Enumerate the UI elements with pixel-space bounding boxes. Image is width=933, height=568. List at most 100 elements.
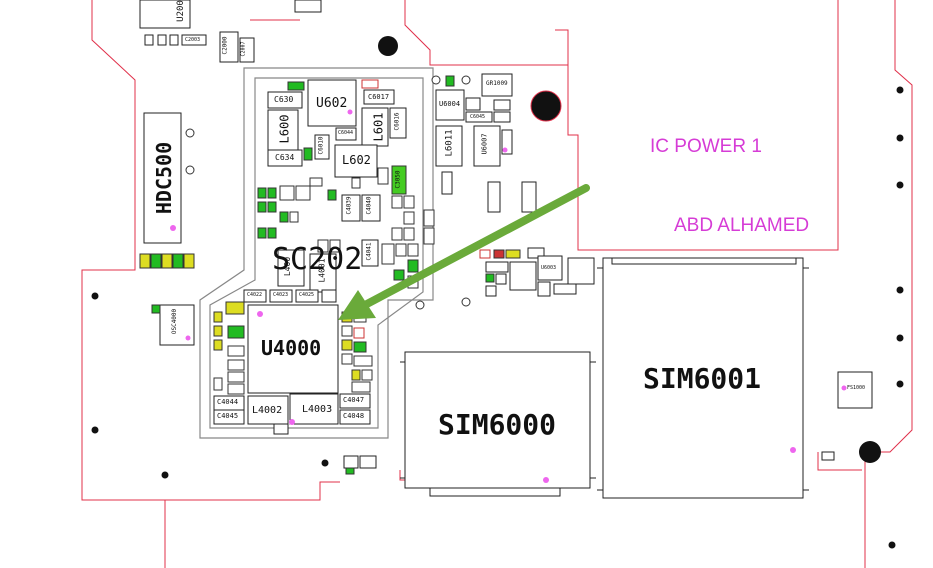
l400-part bbox=[277, 249, 305, 287]
pad bbox=[493, 249, 505, 259]
sim6000-label: SIM6000 bbox=[438, 408, 557, 441]
pad bbox=[343, 455, 359, 469]
c6016-label: C6016 bbox=[393, 112, 401, 131]
c6017-label: C6017 bbox=[368, 93, 390, 101]
pad bbox=[273, 423, 289, 435]
u6003-label: U6003 bbox=[541, 265, 557, 271]
c4048-part bbox=[339, 409, 371, 425]
ic-power-label: IC POWER 1 bbox=[650, 136, 762, 157]
u4000-left-pads bbox=[213, 311, 245, 395]
pad bbox=[361, 79, 379, 89]
pad bbox=[495, 273, 507, 285]
u6003-chip bbox=[537, 255, 563, 281]
author-label: ABD ALHAMED bbox=[674, 215, 810, 236]
pad bbox=[485, 261, 509, 273]
l601-label: L601 bbox=[371, 112, 386, 142]
pad bbox=[395, 243, 407, 257]
test-point bbox=[790, 447, 796, 453]
gr1009-part bbox=[481, 73, 513, 97]
c3050-part bbox=[391, 165, 407, 195]
l6011-label: L6011 bbox=[444, 129, 455, 157]
c6045-label: C6045 bbox=[470, 114, 486, 120]
pad bbox=[407, 259, 419, 273]
test-point bbox=[289, 419, 295, 425]
pad bbox=[321, 289, 337, 303]
mounting-hole bbox=[378, 36, 398, 56]
pad bbox=[391, 195, 403, 209]
u200-label: U200 bbox=[175, 0, 186, 22]
mounting-hole bbox=[530, 90, 562, 122]
test-point bbox=[347, 109, 353, 115]
c2003-part bbox=[181, 34, 207, 46]
via bbox=[461, 75, 471, 85]
c4022-label: C4022 bbox=[247, 292, 263, 298]
hdc500-label: HDC500 bbox=[152, 141, 176, 215]
pad bbox=[381, 243, 395, 265]
c634-part bbox=[267, 149, 303, 167]
u4000-right-pads bbox=[341, 311, 373, 393]
c6017-part bbox=[363, 89, 395, 105]
pad bbox=[521, 181, 537, 213]
pad bbox=[303, 147, 313, 161]
pad bbox=[527, 247, 545, 259]
pad bbox=[345, 467, 355, 475]
pad bbox=[151, 304, 161, 314]
pad bbox=[501, 129, 513, 155]
u6007-label: U6007 bbox=[480, 133, 489, 155]
c630-part bbox=[267, 91, 303, 109]
u6007-chip bbox=[473, 125, 501, 167]
pad bbox=[317, 239, 329, 253]
hdc500-chip bbox=[143, 112, 182, 244]
pad bbox=[403, 211, 415, 225]
c6010-label: C6010 bbox=[317, 136, 325, 155]
gr1009-label: GR1009 bbox=[486, 80, 508, 87]
c4023-label: C4023 bbox=[273, 292, 289, 298]
pad bbox=[393, 269, 405, 281]
via bbox=[461, 297, 471, 307]
c6010-part bbox=[314, 134, 330, 160]
pad bbox=[157, 34, 167, 46]
pad bbox=[423, 227, 435, 245]
test-point bbox=[257, 311, 263, 317]
l6011-part bbox=[435, 125, 463, 167]
c4025-label: C4025 bbox=[299, 292, 315, 298]
c4041-part bbox=[361, 239, 379, 267]
pad bbox=[403, 227, 415, 241]
board-dots bbox=[91, 86, 904, 549]
pad-row bbox=[139, 253, 195, 269]
c4040-label: C4040 bbox=[365, 196, 373, 215]
sim6001-connector bbox=[602, 257, 804, 499]
c4039-label: C4039 bbox=[345, 196, 353, 215]
l4002-part bbox=[247, 395, 289, 425]
c4039-part bbox=[341, 194, 361, 222]
test-point bbox=[543, 477, 549, 483]
pad bbox=[509, 261, 537, 291]
pad bbox=[821, 451, 835, 461]
mounting-hole bbox=[859, 441, 881, 463]
l4003-part bbox=[289, 393, 339, 425]
c2007-part bbox=[239, 37, 255, 63]
c634-label: C634 bbox=[275, 153, 295, 162]
pad bbox=[479, 249, 491, 259]
pad bbox=[445, 75, 455, 87]
pad bbox=[169, 34, 179, 46]
c6045-part bbox=[465, 111, 493, 123]
pad bbox=[294, 0, 322, 13]
pad bbox=[287, 81, 305, 91]
u4000-label: U4000 bbox=[261, 336, 322, 360]
pad bbox=[493, 111, 511, 123]
l4001-label: L4001 bbox=[317, 258, 327, 283]
l4002-label: L4002 bbox=[252, 405, 283, 416]
c6044-label: C6044 bbox=[338, 130, 354, 136]
pad bbox=[225, 301, 245, 315]
c2007-label: C2007 bbox=[240, 41, 247, 57]
u4000-chip bbox=[247, 304, 339, 394]
l4003-label: L4003 bbox=[302, 404, 333, 415]
test-point bbox=[170, 225, 176, 231]
test-point bbox=[502, 147, 508, 153]
via bbox=[185, 128, 195, 138]
c4045-label: C4045 bbox=[217, 412, 239, 420]
c4048-label: C4048 bbox=[343, 412, 365, 420]
via bbox=[185, 165, 195, 175]
